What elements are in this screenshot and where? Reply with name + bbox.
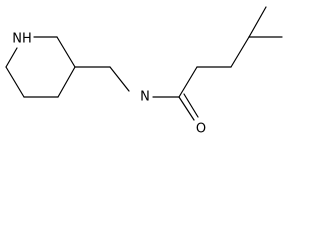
bond-carbonyl-o-1: [178, 96, 195, 121]
bonds: [5, 6, 283, 121]
bond-carbonyl-o-2: [183, 93, 199, 118]
bond-c2-c3: [56, 36, 76, 68]
atom-label-n: N: [140, 90, 150, 105]
bond-ch2-n: [109, 66, 130, 92]
bond-c3-c4-chain: [230, 36, 250, 68]
atom-label-o: O: [196, 122, 206, 137]
bond-c3-c4: [57, 66, 76, 98]
bond-c5-c6: [5, 66, 25, 98]
bond-c4-methyl-b: [248, 6, 267, 38]
molecule-diagram: NH N O: [5, 6, 283, 137]
atom-labels: NH N O: [12, 32, 206, 137]
bond-carbonyl-c2: [178, 66, 198, 98]
bond-c6-n1: [5, 47, 18, 68]
atom-label-nh: NH: [12, 32, 32, 47]
